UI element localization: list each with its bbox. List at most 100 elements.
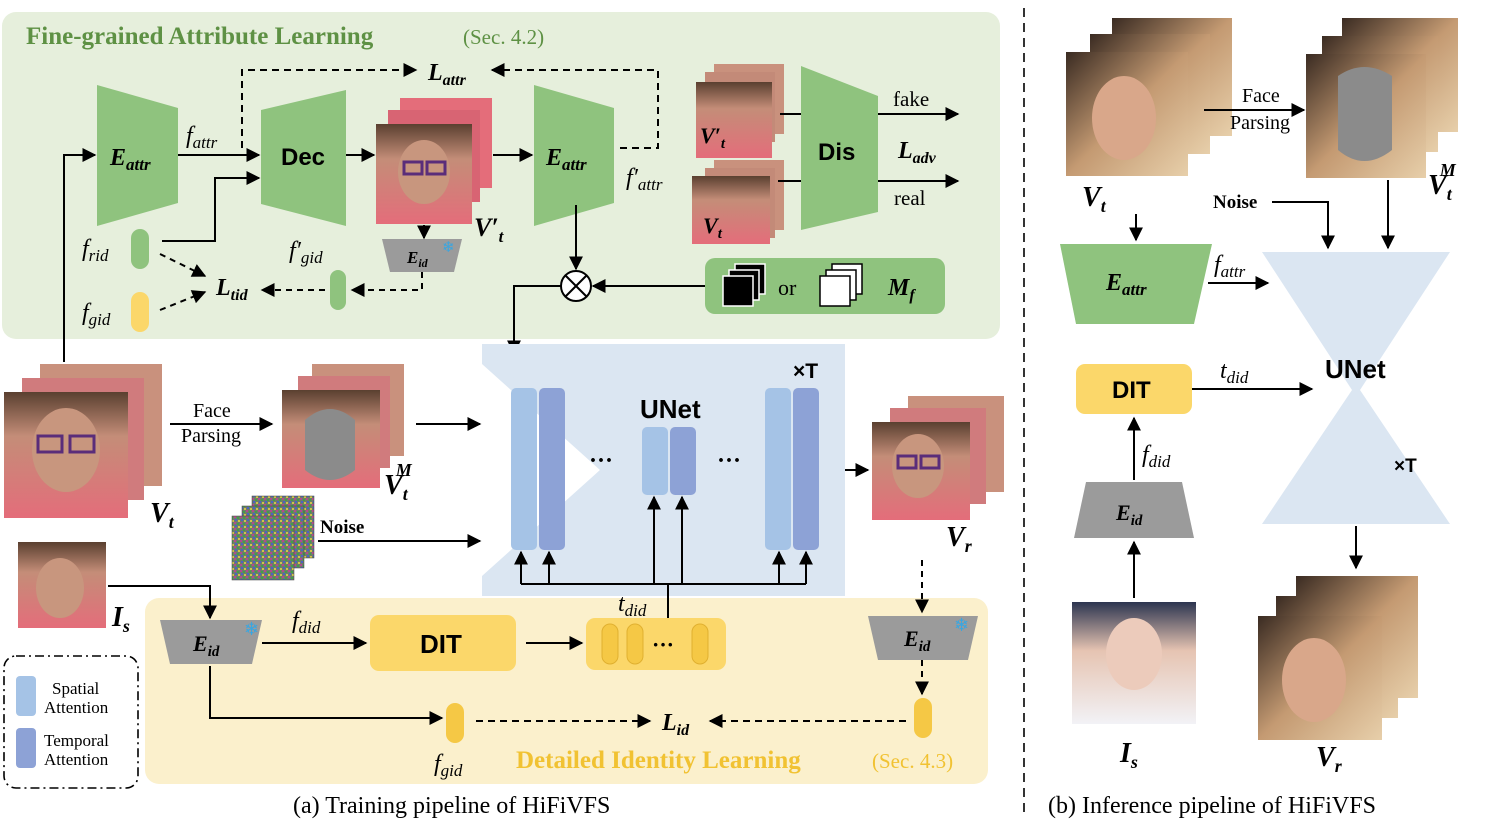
identity-encoder-source-label: Eid [192, 631, 220, 660]
legend-spatial-line2: Attention [44, 698, 109, 717]
identity-encoder-frozen [382, 239, 462, 272]
inference-face-parsing-1: Face [1242, 85, 1280, 107]
decoder-block [261, 90, 346, 226]
real-label: real [894, 186, 926, 210]
inference-fdid-label: fdid [1142, 442, 1171, 471]
temporal-identity-loss-label: Ltid [215, 275, 249, 304]
identity-section-title: Detailed Identity Learning [516, 747, 801, 774]
face-parsing-label-line1: Face [193, 400, 231, 422]
discriminator-fake-input [696, 64, 784, 158]
white-mask-icon [819, 263, 863, 307]
target-frames-label: Vt [150, 498, 175, 532]
masked-frames-stack [282, 364, 404, 488]
generated-frames-label: V′t [474, 213, 505, 246]
f-rid-label: frid [82, 236, 109, 265]
tokens-dots: ··· [652, 632, 674, 657]
or-label: or [778, 275, 797, 300]
masked-frames-label: VtM [384, 460, 413, 504]
inference-dit-label: DIT [1112, 377, 1151, 404]
attr-loss-right-path [490, 63, 659, 149]
inference-unet-repeat: ×T [1394, 456, 1417, 477]
inference-dit-block [1076, 364, 1192, 414]
multiply-cross-b [565, 275, 587, 297]
panel-a-caption: (a) Training pipeline of HiFiVFS [293, 793, 610, 819]
inference-attribute-encoder [1060, 244, 1212, 324]
f-did-label: fdid [292, 608, 321, 637]
source-image-label: Is [111, 602, 130, 636]
f-gid-bottom-label: fgid [434, 751, 463, 780]
inference-unet-label: UNet [1325, 354, 1386, 384]
generated-frames-stack [376, 98, 492, 224]
legend-temporal-line2: Attention [44, 750, 109, 769]
output-identity-pill [914, 698, 932, 738]
f-rid-to-dec-arrow [162, 171, 261, 242]
f-gid-label: fgid [82, 300, 111, 329]
identity-loss-label: Lid [661, 710, 690, 739]
inference-fattr-label: fattr [1214, 252, 1246, 281]
identity-tokens [601, 623, 709, 665]
inference-target-frames [1066, 18, 1232, 176]
unet-dots-right: ··· [717, 448, 741, 474]
target-to-encoder-arrow [63, 148, 97, 362]
black-mask-icon [722, 263, 766, 307]
f-attr-label: fattr [186, 123, 218, 152]
attribute-encoder-second [534, 85, 614, 226]
identity-section-ref: (Sec. 4.3) [872, 749, 953, 773]
identity-encoder-frozen-label: Eid [406, 248, 429, 270]
legend-spatial-swatch [16, 676, 36, 716]
inference-result-frames [1258, 576, 1418, 740]
mask-label: Mf [887, 275, 916, 304]
f-gid-to-ltid [159, 290, 207, 311]
attribute-encoder-second-label: Eattr [545, 145, 587, 174]
inference-unet [1262, 252, 1450, 524]
tokens-box [586, 618, 726, 670]
t-did-label: tdid [618, 591, 647, 620]
snowflake-icon-output: ❄ [954, 615, 969, 635]
noise-label: Noise [320, 517, 364, 538]
identity-encoder-output-label: Eid [903, 626, 931, 655]
attribute-section-title: Fine-grained Attribute Learning [26, 23, 374, 50]
attribute-section-ref: (Sec. 4.2) [463, 25, 544, 49]
unet-repeat-label: ×T [793, 360, 818, 383]
f-gid-prime-label: f′gid [289, 238, 323, 267]
attribute-loss-label: Lattr [427, 60, 467, 89]
inference-noise-label: Noise [1213, 192, 1257, 213]
dit-block [370, 615, 516, 671]
f-attr-prime-label: f′attr [626, 165, 663, 194]
fake-input-label: V′t [700, 123, 726, 152]
unet-label: UNet [640, 394, 701, 424]
fake-label: fake [893, 87, 929, 111]
f-gid-prime-pill [330, 270, 346, 310]
inference-face-parsing-2: Parsing [1230, 112, 1290, 134]
legend-box [3, 655, 139, 789]
adversarial-loss-label: Ladv [897, 138, 937, 167]
f-gid-pill [131, 292, 149, 332]
discriminator-label: Dis [818, 139, 855, 166]
attribute-encoder-main-label: Eattr [109, 145, 151, 174]
inference-target-label: Vt [1082, 182, 1107, 216]
legend-spatial-line1: Spatial [52, 679, 99, 698]
f-rid-to-ltid [159, 253, 207, 277]
decoder-label: Dec [281, 144, 325, 171]
legend-temporal-line1: Temporal [44, 731, 109, 750]
unet-attention-columns [511, 388, 819, 550]
result-frames-stack [872, 396, 1004, 520]
discriminator-block [801, 66, 878, 230]
source-image [18, 542, 106, 628]
noise-stack [231, 495, 315, 581]
inference-identity-encoder-label: Eid [1115, 500, 1143, 529]
attribute-encoder-main [97, 85, 178, 226]
inference-masked-frames [1306, 18, 1458, 178]
identity-encoder-output [868, 616, 978, 660]
eid-to-f-gid-prime [350, 272, 423, 297]
inference-noise-arrow [1272, 201, 1335, 250]
panel-b-caption: (b) Inference pipeline of HiFiVFS [1048, 793, 1376, 819]
inference-result-label: Vr [1316, 742, 1343, 776]
inference-identity-encoder [1074, 482, 1194, 538]
source-to-fgid-arrow [209, 666, 444, 725]
real-input-label: Vt [703, 213, 723, 242]
unet-dots-left: ··· [589, 448, 613, 474]
result-frames-label: Vr [946, 522, 973, 556]
